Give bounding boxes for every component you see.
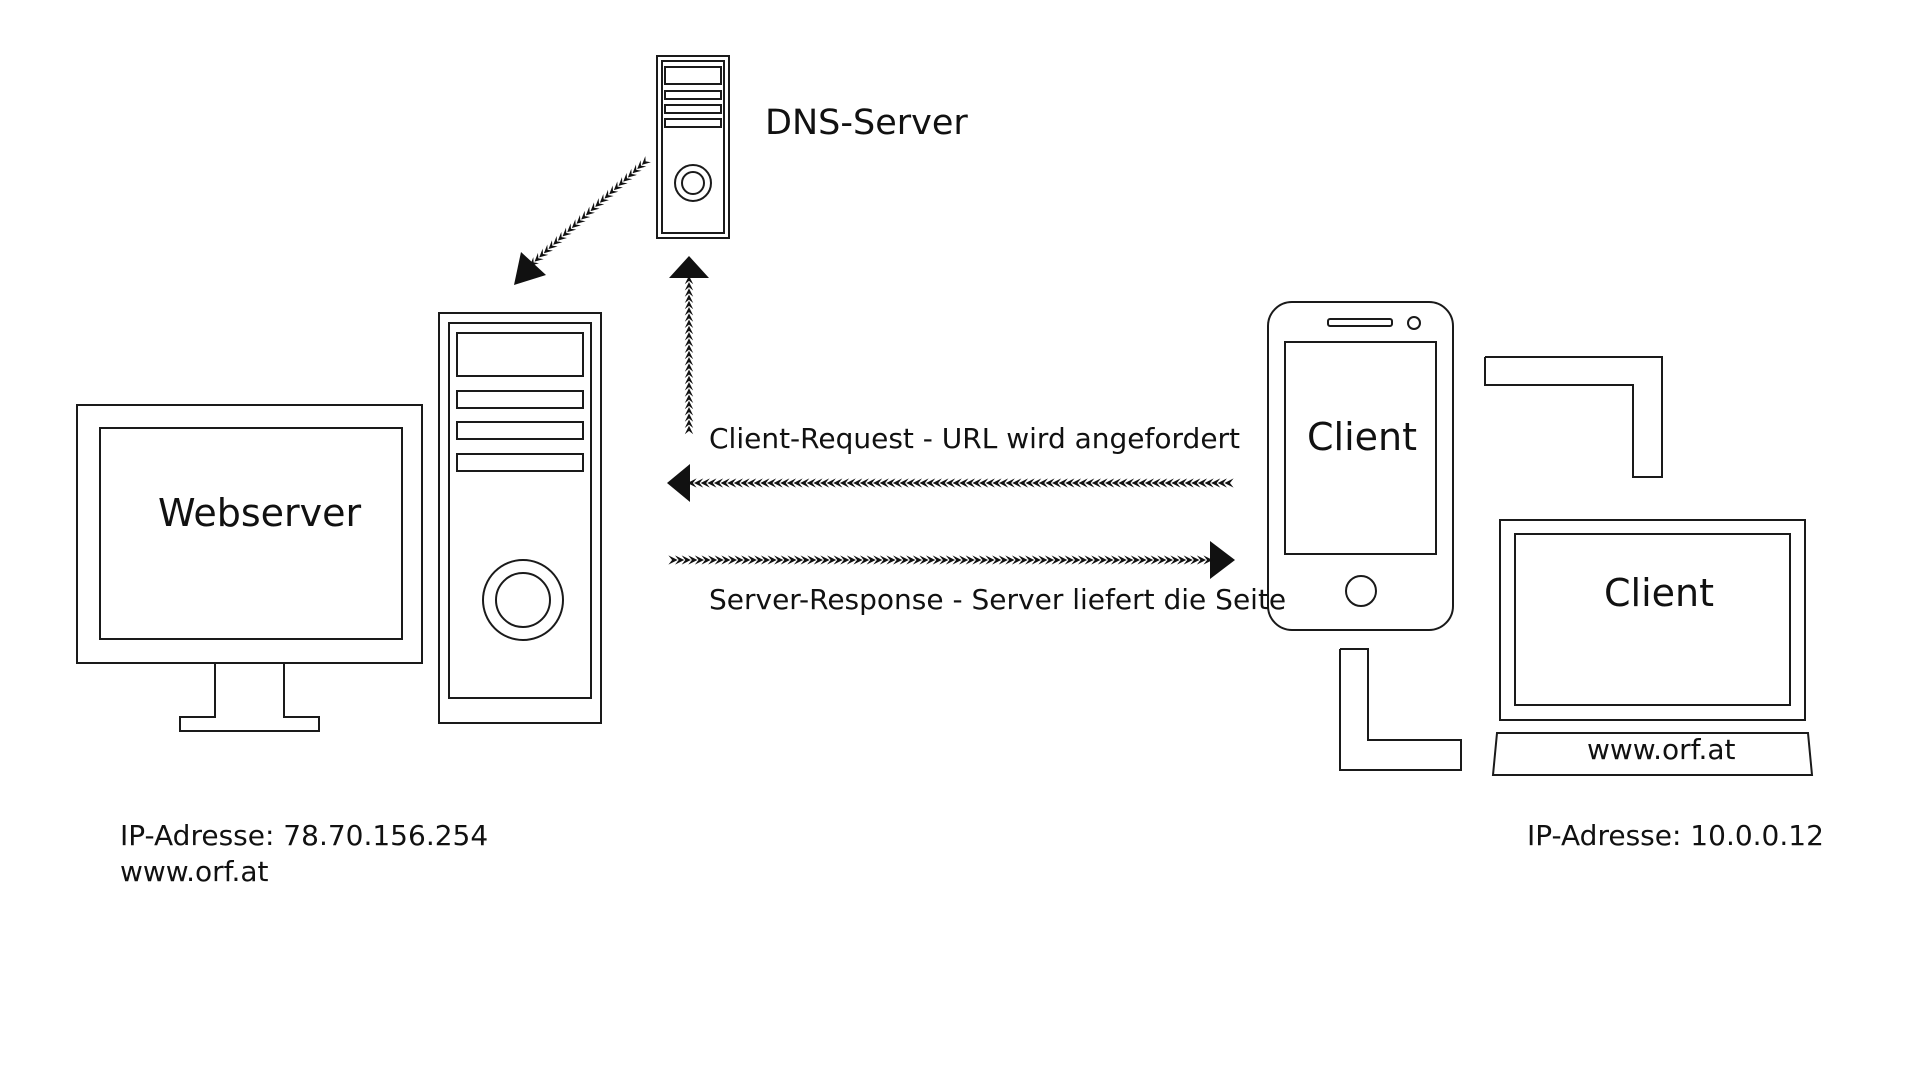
smartphone-icon — [1267, 301, 1454, 631]
webserver-ip-label: IP-Adresse: 78.70.156.254 — [120, 819, 489, 852]
arrow-up-to-dns-server — [669, 256, 709, 435]
client-ip-label: IP-Adresse: 10.0.0.12 — [1527, 819, 1824, 852]
arrow-dns-to-webserver — [514, 156, 651, 285]
webserver-monitor-icon — [76, 404, 423, 732]
server-response-label: Server-Response - Server liefert die Sei… — [709, 583, 1287, 616]
webserver-tower-icon — [438, 312, 602, 724]
bracket-bottom-left-icon — [1339, 648, 1462, 771]
client-request-label: Client-Request - URL wird angefordert — [709, 422, 1241, 455]
webserver-label: Webserver — [158, 491, 362, 535]
webserver-domain-label: www.orf.at — [120, 855, 269, 888]
laptop-client-label: Client — [1604, 571, 1715, 615]
dns-server-tower-icon — [656, 55, 730, 239]
laptop-url-label: www.orf.at — [1587, 733, 1736, 766]
arrow-server-response — [668, 541, 1235, 579]
dns-server-label: DNS-Server — [765, 103, 968, 143]
arrow-client-request — [667, 464, 1234, 502]
laptop-icon — [1491, 519, 1814, 776]
phone-client-label: Client — [1307, 415, 1418, 459]
bracket-top-right-icon — [1484, 356, 1663, 478]
